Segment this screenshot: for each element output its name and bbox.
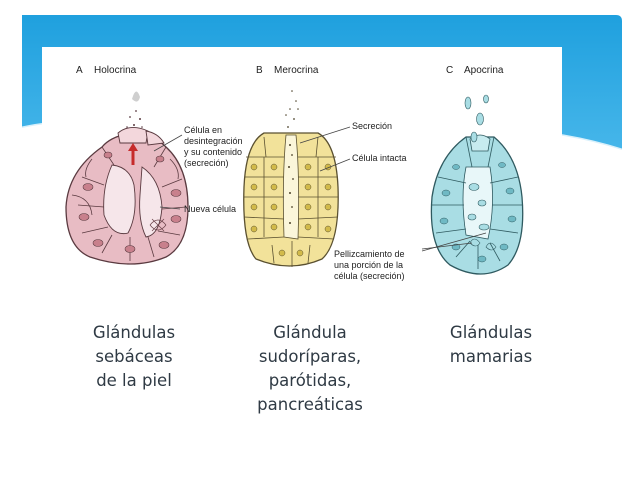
caption-sebaceous: Glándulas sebáceas de la piel	[76, 321, 192, 393]
caption-mammary: Glándulas mamarias	[436, 321, 546, 369]
label-desintegrating-cell-1: Célula en	[184, 125, 222, 135]
panel-holocrine: A Holocrina	[65, 65, 243, 265]
panel-merocrine: B Merocrina	[243, 65, 407, 267]
caption-line: de la piel	[96, 371, 172, 390]
label-pinching-1: Pellizcamiento de	[334, 249, 405, 259]
panel-c-title: Apocrina	[464, 65, 504, 76]
caption-line: sebáceas	[95, 347, 173, 366]
panel-c-letter: C	[446, 65, 453, 76]
caption-line: Glándulas	[92, 323, 176, 342]
caption-line: parótidas,	[268, 371, 352, 390]
label-pinching-3: célula (secreción)	[334, 271, 405, 281]
gland-illustration: A Holocrina	[42, 47, 562, 300]
label-desintegrating-cell-2: desintegración	[184, 136, 243, 146]
caption-line: mamarias	[449, 347, 533, 366]
panel-apocrine: C Apocrina	[334, 65, 524, 281]
caption-sweat-parotid-pancreatic: Glándula sudoríparas, parótidas, pancreá…	[246, 321, 374, 417]
caption-line: Glándulas	[449, 323, 533, 342]
label-secretion: Secreción	[352, 121, 392, 131]
panel-b-letter: B	[256, 65, 263, 76]
label-pinching-2: una porción de la	[334, 260, 403, 270]
panel-a-title: Holocrina	[94, 65, 137, 76]
panel-a-letter: A	[76, 65, 83, 76]
caption-line: Glándula	[273, 323, 347, 342]
label-intact-cell: Célula intacta	[352, 153, 407, 163]
caption-line: pancreáticas	[257, 395, 363, 414]
label-desintegrating-cell-4: (secreción)	[184, 158, 229, 168]
panel-b-title: Merocrina	[274, 65, 319, 76]
label-new-cell: Nueva célula	[184, 204, 236, 214]
caption-line: sudoríparas,	[258, 347, 362, 366]
label-desintegrating-cell-3: y su contenido	[184, 147, 242, 157]
